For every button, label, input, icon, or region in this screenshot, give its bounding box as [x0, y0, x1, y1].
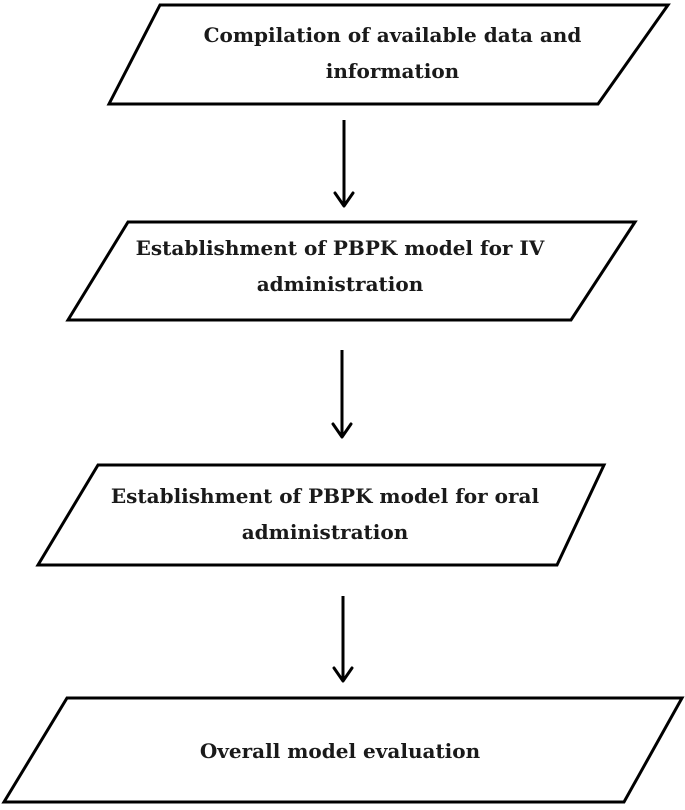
step-1-label: Compilation of available data and inform… [203, 23, 582, 83]
step-4-box [1, 696, 685, 804]
step-1-box [106, 3, 671, 106]
arrow-down-2 [331, 350, 353, 439]
step-3-label: Establishment of PBPK model for oral adm… [110, 484, 540, 544]
arrow-down-1 [333, 120, 355, 208]
arrow-down-3 [332, 596, 354, 683]
step-3-box [35, 463, 607, 567]
step-2-label: Establishment of PBPK model for IV admin… [135, 236, 545, 296]
step-2-box [65, 220, 638, 322]
step-4-label: Overall model evaluation [199, 739, 481, 763]
